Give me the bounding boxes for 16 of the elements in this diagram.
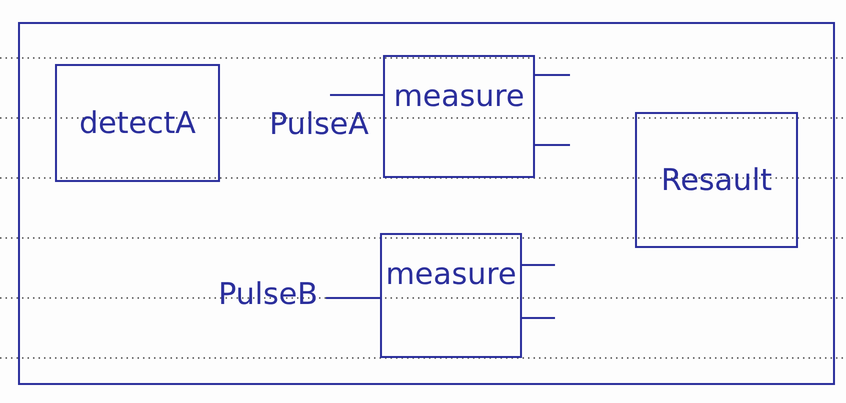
- box-label: measure: [386, 257, 516, 292]
- box-label: detectA: [79, 106, 196, 140]
- connector-line: [326, 297, 380, 299]
- output-stub-line: [535, 74, 570, 76]
- box-label: measure: [394, 79, 524, 114]
- output-stub-line: [522, 264, 555, 266]
- process-box: [635, 112, 798, 248]
- output-stub-line: [522, 317, 555, 319]
- signal-label: PulseA: [269, 106, 369, 142]
- process-box: [380, 233, 522, 358]
- output-stub-line: [535, 144, 570, 146]
- process-box: [383, 55, 535, 178]
- process-box: [55, 64, 220, 182]
- connector-line: [330, 94, 383, 96]
- signal-label: PulseB: [218, 276, 318, 312]
- box-label: Resault: [660, 162, 772, 198]
